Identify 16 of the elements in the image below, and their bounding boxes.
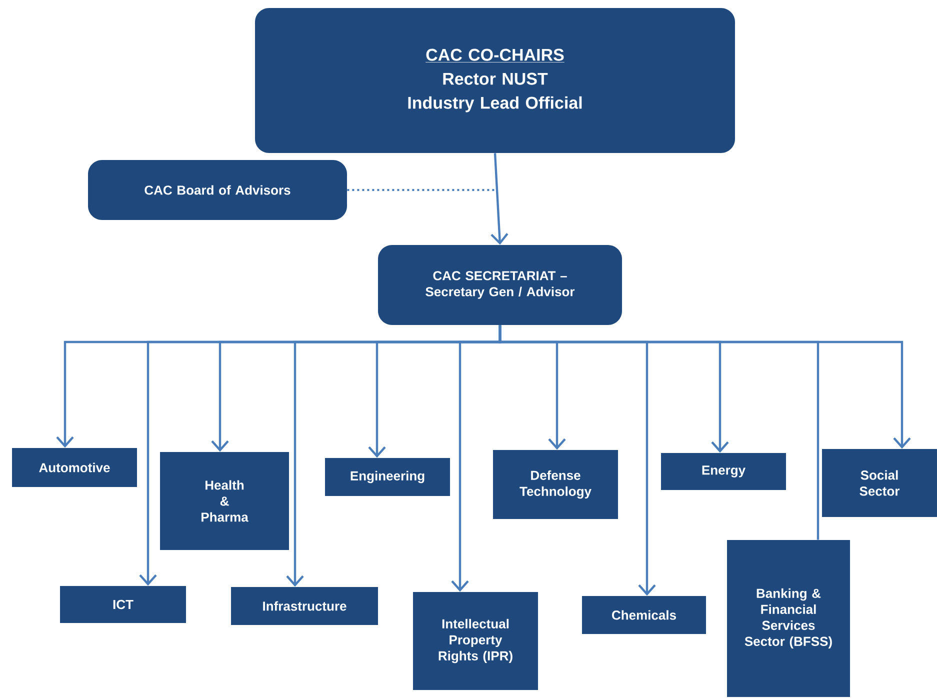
org-box: Energy — [661, 453, 786, 490]
org-box: CAC SECRETARIAT – Secretary Gen / Advisor — [378, 245, 622, 325]
org-box: Social Sector — [822, 449, 937, 517]
org-box: CAC CO-CHAIRS Rector NUST Industry Lead Official — [255, 8, 735, 153]
connector-arrow — [490, 153, 508, 245]
org-box: ICT — [60, 586, 186, 623]
org-box: Health & Pharma — [160, 452, 289, 550]
org-box: Automotive — [12, 448, 137, 487]
connector-arrow — [498, 325, 911, 449]
org-box: Infrastructure — [231, 587, 378, 625]
org-box: CAC Board of Advisors — [88, 160, 347, 220]
org-box: Defense Technology — [493, 450, 618, 519]
org-box: Engineering — [325, 458, 450, 496]
org-box: Intellectual Property Rights (IPR) — [413, 592, 538, 690]
org-box: Chemicals — [582, 596, 706, 634]
org-box: Banking & Financial Services Sector (BFSS) — [727, 540, 850, 697]
